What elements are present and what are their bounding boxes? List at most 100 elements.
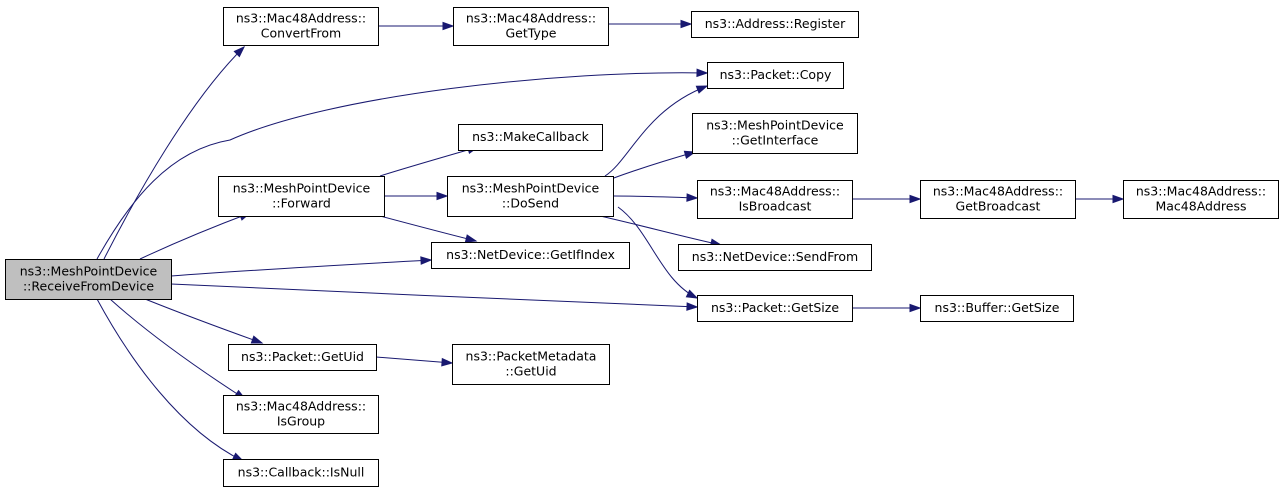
node-getuid[interactable]: ns3::Packet::GetUid (228, 344, 377, 371)
node-getifindex[interactable]: ns3::NetDevice::GetIfIndex (431, 242, 630, 269)
arrowhead-receive-to-getuid (250, 335, 264, 344)
node-getinterface[interactable]: ns3::MeshPointDevice::GetInterface (692, 113, 858, 154)
node-box (920, 295, 1074, 322)
node-getbroadcast[interactable]: ns3::Mac48Address::GetBroadcast (920, 180, 1076, 219)
node-label: ns3::Packet::Copy (720, 67, 832, 82)
arrowhead-isbroadcast-to-getbroadcast (909, 194, 922, 204)
node-label: ns3::Packet::GetUid (241, 349, 364, 364)
edge-dosend-to-copy (604, 85, 708, 177)
node-isbroadcast[interactable]: ns3::Mac48Address::IsBroadcast (697, 180, 853, 219)
node-box (458, 124, 603, 151)
edge-dosend-to-getinterface (610, 151, 696, 180)
node-label: ::GetUid (505, 364, 556, 379)
arrowhead-receive-to-convertfrom (233, 45, 246, 58)
node-label: ConvertFrom (261, 26, 341, 41)
arrowhead-forward-to-getifindex (464, 234, 478, 243)
node-sendfrom[interactable]: ns3::NetDevice::SendFrom (678, 244, 872, 271)
node-label: ::DoSend (502, 196, 559, 211)
arrowhead-dosend-to-copy (695, 85, 709, 94)
node-box (228, 344, 377, 371)
edge-receive-to-getuid (144, 298, 263, 344)
node-box (447, 176, 614, 217)
node-label: Mac48Address (1155, 199, 1246, 214)
node-box (920, 180, 1076, 219)
node-label: ns3::Mac48Address:: (236, 399, 366, 414)
edge-getuid-to-metagetuid (375, 356, 453, 364)
node-register[interactable]: ns3::Address::Register (691, 11, 859, 38)
node-box (223, 395, 379, 434)
node-box (691, 11, 859, 38)
node-label: ns3::Mac48Address:: (1136, 184, 1266, 199)
edge-receive-to-isnull (96, 298, 244, 462)
edge-forward-to-getifindex (379, 215, 477, 242)
node-label: ns3::MeshPointDevice (233, 181, 371, 196)
edge-dosend-to-isbroadcast (612, 195, 698, 199)
node-dosend[interactable]: ns3::MeshPointDevice::DoSend (447, 176, 614, 217)
node-label: IsBroadcast (739, 199, 812, 214)
node-label: ns3::Buffer::GetSize (935, 300, 1060, 315)
node-box (431, 242, 630, 269)
edge-dosend-to-getsize (617, 206, 698, 299)
node-label: ::ReceiveFromDevice (23, 279, 154, 294)
node-makecallback[interactable]: ns3::MakeCallback (458, 124, 603, 151)
edges-layer (96, 19, 1125, 462)
node-label: ns3::Mac48Address:: (710, 184, 840, 199)
node-gettype[interactable]: ns3::Mac48Address::GetType (453, 7, 609, 46)
arrowhead-dosend-to-getsize (685, 289, 699, 299)
node-isnull[interactable]: ns3::Callback::IsNull (223, 459, 379, 487)
node-box (697, 180, 853, 219)
node-box (223, 459, 379, 487)
arrowhead-getuid-to-metagetuid (441, 357, 454, 367)
node-box (453, 7, 609, 46)
arrowhead-convertfrom-to-gettype (442, 21, 455, 31)
node-label: ns3::MakeCallback (472, 129, 590, 144)
node-label: ns3::MeshPointDevice (20, 264, 158, 279)
node-label: ns3::PacketMetadata (466, 349, 597, 364)
node-box (223, 7, 379, 46)
arrowhead-getsize-to-buffergetsize (909, 303, 922, 313)
arrowhead-dosend-to-isbroadcast (686, 193, 699, 202)
edge-receive-to-convertfrom (103, 46, 245, 260)
node-metagetuid[interactable]: ns3::PacketMetadata::GetUid (452, 344, 610, 385)
node-label: ::Forward (272, 196, 331, 211)
node-label: GetType (506, 26, 557, 41)
arrowhead-forward-to-dosend (436, 191, 449, 201)
edge-receive-to-isgroup (109, 298, 246, 400)
node-label: ns3::MeshPointDevice (462, 181, 600, 196)
node-label: ns3::Mac48Address:: (466, 11, 596, 26)
node-label: ::GetInterface (732, 133, 819, 148)
node-label: ns3::NetDevice::SendFrom (692, 249, 858, 264)
node-box (5, 259, 172, 300)
arrowhead-receive-to-getsize (686, 302, 699, 311)
node-mac48address[interactable]: ns3::Mac48Address::Mac48Address (1123, 180, 1279, 219)
node-box (697, 295, 853, 322)
node-box (218, 176, 385, 217)
node-isgroup[interactable]: ns3::Mac48Address::IsGroup (223, 395, 379, 434)
edge-receive-to-forward (139, 212, 251, 260)
node-buffergetsize[interactable]: ns3::Buffer::GetSize (920, 295, 1074, 322)
node-getsize[interactable]: ns3::Packet::GetSize (697, 295, 853, 322)
node-copy[interactable]: ns3::Packet::Copy (707, 62, 844, 89)
node-box (707, 62, 844, 89)
arrowhead-receive-to-copy (696, 68, 709, 78)
node-receive[interactable]: ns3::MeshPointDevice::ReceiveFromDevice (5, 259, 172, 300)
node-convertfrom[interactable]: ns3::Mac48Address::ConvertFrom (223, 7, 379, 46)
node-label: IsGroup (277, 414, 325, 429)
edge-receive-to-getsize (170, 283, 698, 308)
node-box (692, 113, 858, 154)
node-label: ns3::MeshPointDevice (706, 118, 844, 133)
node-label: ns3::Mac48Address:: (236, 11, 366, 26)
edge-forward-to-makecallback (379, 146, 479, 177)
node-label: ns3::Mac48Address:: (933, 184, 1063, 199)
arrowhead-getbroadcast-to-mac48address (1112, 194, 1125, 204)
node-label: ns3::NetDevice::GetIfIndex (446, 247, 615, 262)
edge-receive-to-copy (96, 72, 708, 260)
nodes-layer: ns3::MeshPointDevice::ReceiveFromDevicen… (5, 7, 1279, 487)
edge-receive-to-getifindex (170, 259, 432, 277)
node-label: ns3::Callback::IsNull (238, 465, 365, 480)
node-forward[interactable]: ns3::MeshPointDevice::Forward (218, 176, 385, 217)
node-label: ns3::Packet::GetSize (711, 300, 839, 315)
arrowhead-receive-to-getifindex (420, 256, 433, 265)
node-box (452, 344, 610, 385)
